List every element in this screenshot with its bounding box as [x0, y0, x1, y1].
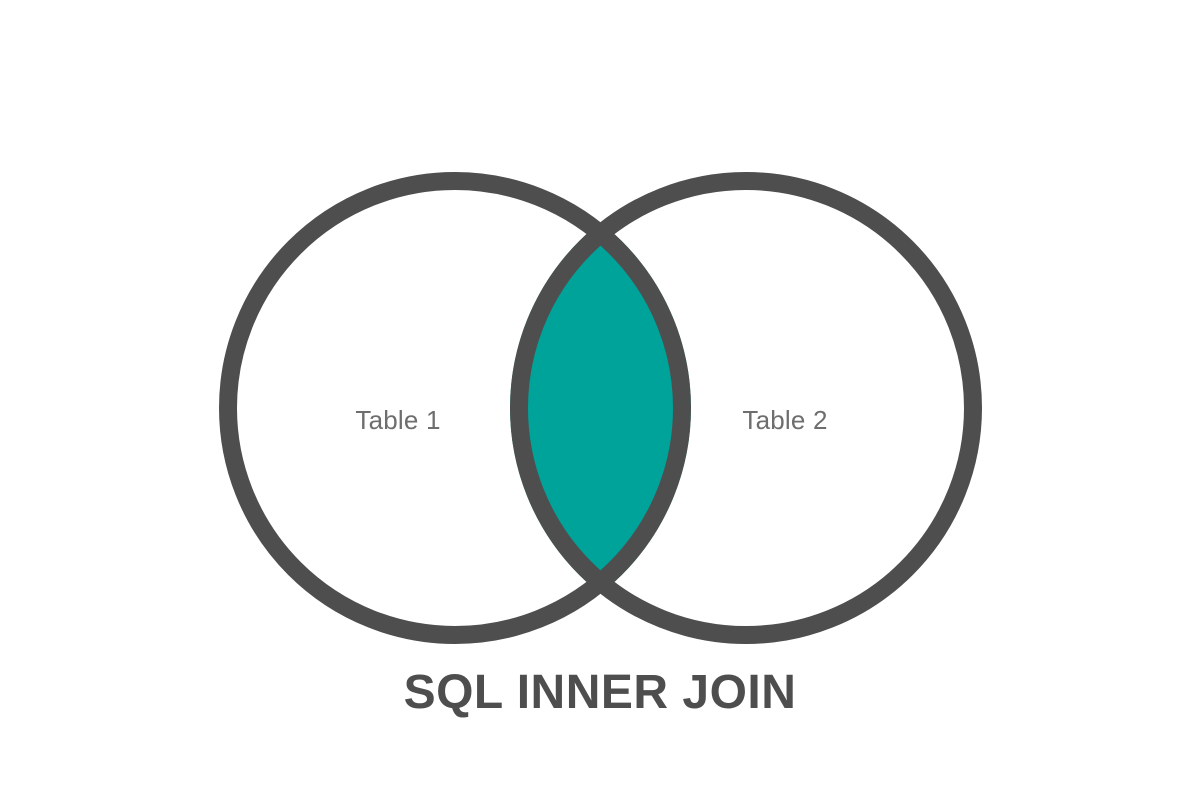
intersection-region: [510, 172, 691, 644]
right-set-label: Table 2: [742, 405, 827, 435]
left-circle-outline: [219, 172, 691, 644]
right-circle-outline: [510, 172, 982, 644]
left-set-label: Table 1: [355, 405, 440, 435]
intersection-fill: [510, 172, 691, 644]
diagram-title: SQL INNER JOIN: [404, 666, 797, 719]
